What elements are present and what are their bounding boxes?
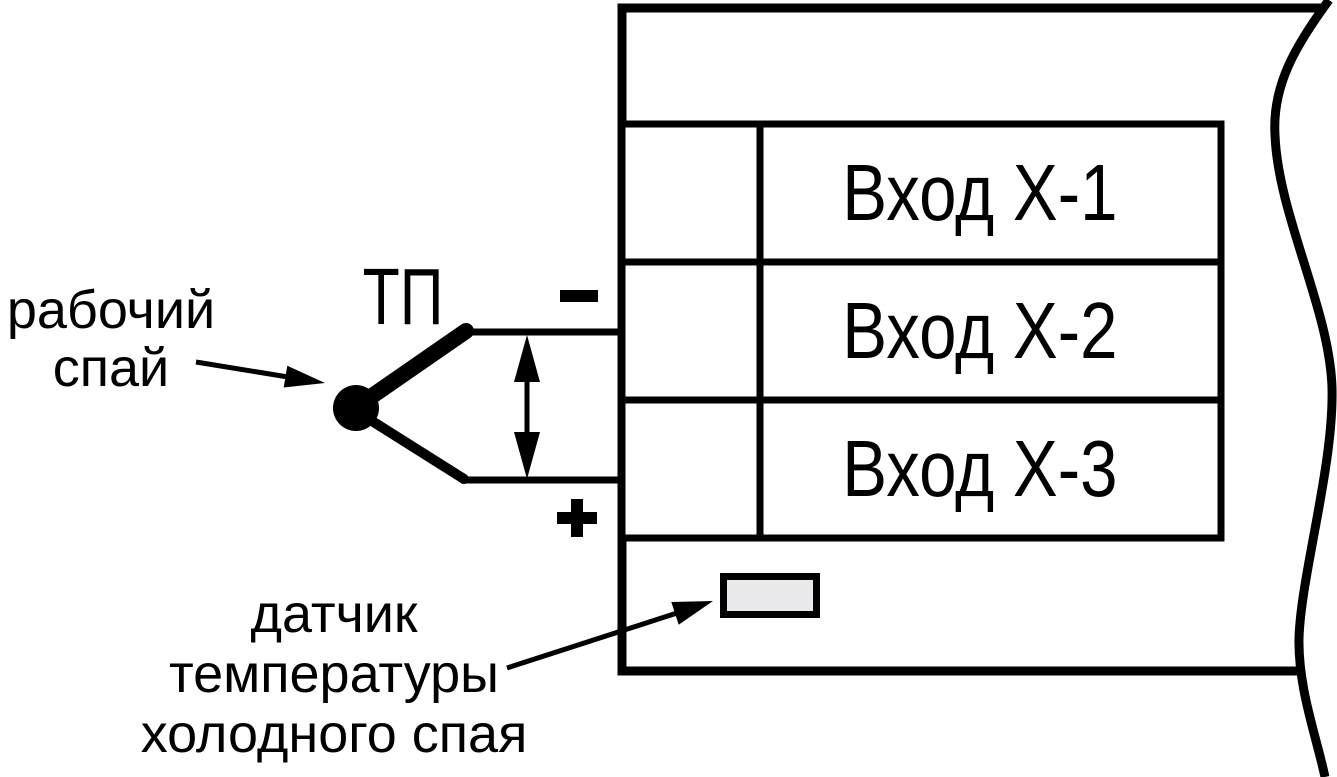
input-row-x1: Вход Х-1 <box>764 127 1196 259</box>
input-row-x3: Вход Х-3 <box>764 403 1196 535</box>
working-junction-dot <box>333 385 379 431</box>
cold-junction-arrow-shaft <box>506 610 678 671</box>
input-row-x1-label: Вход Х-1 <box>842 148 1118 237</box>
input-row-x3-label: Вход Х-3 <box>842 424 1118 513</box>
working-junction-arrow-head <box>283 365 325 388</box>
plus-sign-vertical-bar <box>571 499 583 537</box>
minus-polarity-sign <box>560 290 598 302</box>
device-torn-edge-curve <box>1270 0 1337 777</box>
double-arrow-head-up <box>514 335 540 382</box>
thermoelectrode-bottom <box>359 411 469 484</box>
cold-junction-annotation-line1: датчик <box>250 584 418 644</box>
working-junction-annotation-line1: рабочий <box>6 280 216 340</box>
cold-junction-sensor-rect <box>720 573 820 618</box>
cold-junction-annotation-line2: температуры <box>168 644 499 704</box>
cold-junction-arrow-head <box>671 601 713 625</box>
thermocouple-label: ТП <box>362 252 444 341</box>
working-junction-arrow-shaft <box>195 359 289 380</box>
input-row-x2-label: Вход Х-2 <box>842 286 1118 375</box>
plus-polarity-sign <box>557 499 597 537</box>
working-junction-annotation: рабочий спай <box>0 281 222 397</box>
working-junction-annotation-line2: спай <box>52 338 170 398</box>
cold-junction-annotation: датчик температуры холодного спая <box>79 584 589 764</box>
double-arrow-head-down <box>514 432 540 479</box>
thermoelectrode-top <box>354 323 474 411</box>
input-row-x2: Вход Х-2 <box>764 265 1196 397</box>
cold-junction-annotation-line3: холодного спая <box>140 704 528 764</box>
